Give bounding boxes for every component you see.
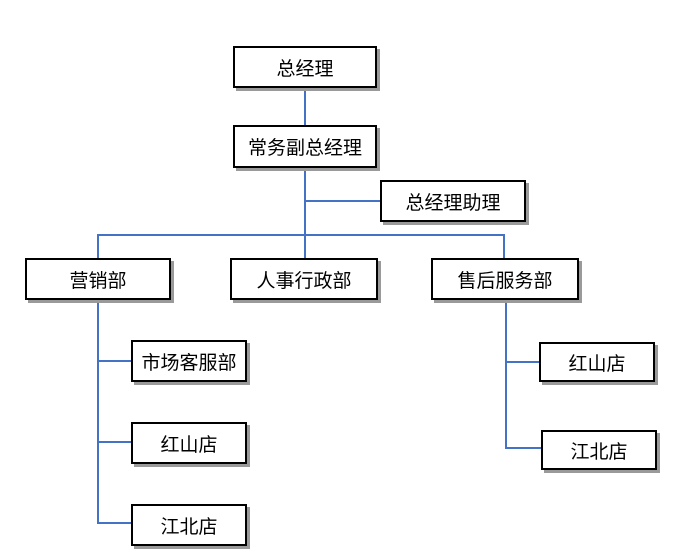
- node-after-sales-hongshan-store: 红山店: [539, 342, 655, 382]
- node-marketing-jiangbei-store: 江北店: [131, 504, 247, 546]
- node-label: 总经理助理: [405, 191, 501, 214]
- node-label: 市场客服部: [141, 351, 237, 374]
- node-executive-vice-gm: 常务副总经理: [233, 125, 377, 168]
- node-marketing-customer-service: 市场客服部: [131, 340, 247, 382]
- node-label: 红山店: [160, 433, 218, 456]
- node-label: 常务副总经理: [247, 137, 362, 159]
- node-after-sales-dept: 售后服务部: [431, 258, 579, 300]
- node-marketing-dept: 营销部: [25, 258, 171, 300]
- node-label: 人事行政部: [256, 269, 352, 292]
- node-after-sales-jiangbei-store: 江北店: [541, 430, 657, 470]
- node-gm-assistant: 总经理助理: [380, 180, 526, 222]
- node-label: 总经理: [276, 57, 334, 80]
- node-label: 红山店: [568, 352, 626, 375]
- node-label: 江北店: [160, 515, 218, 538]
- node-label: 江北店: [570, 440, 628, 463]
- node-hr-admin-dept: 人事行政部: [230, 258, 378, 300]
- node-marketing-hongshan-store: 红山店: [131, 422, 247, 464]
- node-label: 售后服务部: [457, 269, 553, 292]
- node-general-manager: 总经理: [233, 46, 377, 88]
- node-label: 营销部: [69, 269, 127, 292]
